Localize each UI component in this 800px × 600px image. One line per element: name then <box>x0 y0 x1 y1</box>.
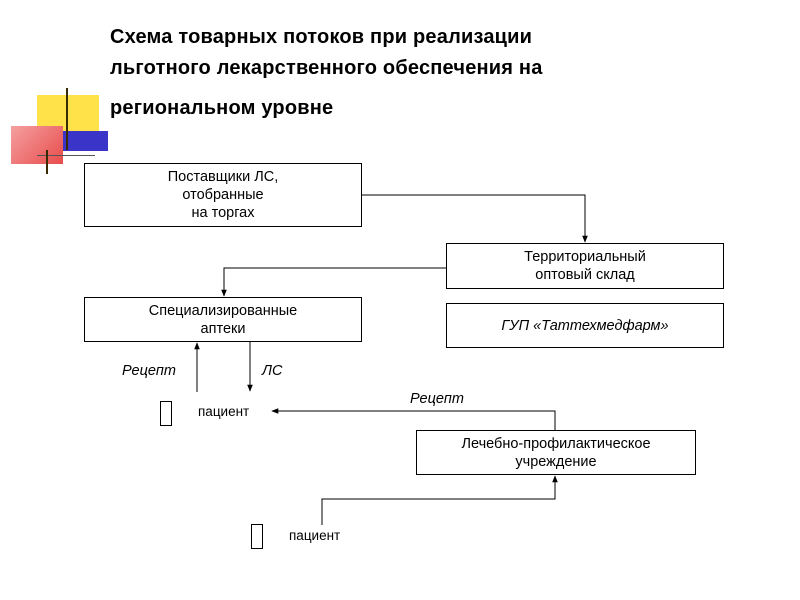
node-clinic-label: Лечебно-профилактическое учреждение <box>461 435 651 470</box>
node-suppliers-label: Поставщики ЛС, отобранные на торгах <box>167 169 279 221</box>
node-gup-label: ГУП «Таттехмедфарм» <box>501 317 669 334</box>
title-line-1: Схема товарных потоков при реализации <box>110 26 533 48</box>
patient-2-icon <box>251 524 263 549</box>
patient-1-icon <box>160 401 172 426</box>
node-clinic: Лечебно-профилактическое учреждение <box>416 430 696 475</box>
decor-small-tick <box>46 150 48 174</box>
patient-2-label: пациент <box>289 528 341 543</box>
title-line-2: льготного лекарственного обеспечения на <box>110 57 543 79</box>
label-ls: ЛС <box>262 363 283 379</box>
arrow-clinic-recipe-to-patient <box>271 408 556 430</box>
arrow-patient-to-clinic <box>321 475 558 525</box>
decor-red-square <box>11 126 63 164</box>
page-title: Схема товарных потоков при реализации ль… <box>110 22 710 124</box>
node-gup: ГУП «Таттехмедфарм» <box>446 303 724 348</box>
title-line-3: региональном уровне <box>110 97 334 119</box>
patient-1-label: пациент <box>198 404 250 419</box>
decor-horizontal-line <box>37 155 95 156</box>
node-pharmacies-label: Специализированные аптеки <box>148 302 298 337</box>
decor-vertical-line <box>66 88 68 150</box>
label-recipe-right: Рецепт <box>410 391 464 407</box>
node-warehouse: Территориальный оптовый склад <box>446 243 724 289</box>
arrow-warehouse-to-pharmacies <box>221 267 446 297</box>
node-pharmacies: Специализированные аптеки <box>84 297 362 342</box>
node-suppliers: Поставщики ЛС, отобранные на торгах <box>84 163 362 227</box>
decor-blue-square <box>62 131 108 151</box>
label-recipe-left: Рецепт <box>122 363 176 379</box>
node-warehouse-label: Территориальный оптовый склад <box>524 249 646 283</box>
arrow-suppliers-to-warehouse <box>362 194 588 243</box>
